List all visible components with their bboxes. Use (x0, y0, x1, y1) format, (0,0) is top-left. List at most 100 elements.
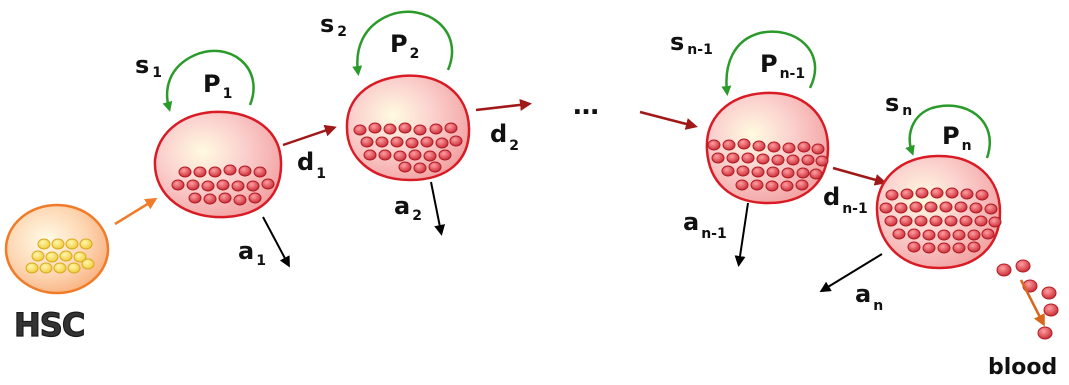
apoptosis-arrow-1 (262, 216, 290, 268)
compartment-cell (248, 192, 262, 204)
compartment-cell (216, 179, 230, 191)
compartment-cell (405, 137, 419, 149)
compartment-cell (815, 155, 829, 167)
compartment-cell (438, 149, 452, 161)
compartment-cell (193, 166, 207, 178)
compartment-cell (900, 188, 914, 200)
apoptosis-arrow-n (819, 253, 883, 293)
compartment-cell (218, 192, 232, 204)
compartment-cell (390, 136, 404, 148)
compartment-cell (756, 153, 770, 165)
differentiation-arrow-into-n-1 (639, 110, 698, 130)
compartment-cell (801, 154, 815, 166)
differentiation-arrow-1 (282, 124, 337, 147)
compartment-cell (353, 124, 367, 136)
compartment-cell (974, 215, 988, 227)
compartment-cell (884, 215, 898, 227)
self-renewal-arrow-n-1 (721, 30, 817, 96)
compartment-cell (811, 143, 825, 155)
compartment-cell (375, 136, 389, 148)
differentiation-arrow-2 (475, 98, 532, 112)
compartment-cell (939, 201, 953, 213)
compartment-cell (722, 139, 736, 151)
compartment-cell (444, 122, 458, 134)
compartment-1 (153, 110, 283, 219)
released-blood-cells (996, 259, 1059, 340)
compartment-cell (752, 140, 766, 152)
compartment-cell (186, 179, 200, 191)
compartment-cell (449, 135, 463, 147)
compartment-cell (413, 162, 427, 174)
compartment-1-cells (171, 164, 275, 206)
blood-cell (996, 263, 1012, 277)
compartment-cell (201, 180, 215, 192)
hsc-cell-cluster (25, 238, 95, 274)
compartment-cell (786, 154, 800, 166)
compartment-cell (930, 187, 944, 199)
apoptosis-arrow-2 (430, 181, 446, 236)
compartment-cell (984, 203, 998, 215)
blood-release-arrow (1019, 279, 1045, 327)
compartment-n-1-cells (707, 138, 829, 192)
compartment-cell (952, 242, 966, 254)
compartment-cell (741, 152, 755, 164)
compartment-cell (231, 180, 245, 192)
compartment-cell (885, 189, 899, 201)
self-renewal-arrow-2 (352, 10, 454, 76)
compartment-cell (952, 229, 966, 241)
hsc-label: HSC (14, 306, 84, 344)
blood-cell (1015, 259, 1031, 273)
compartment-cell (929, 215, 943, 227)
hsc-cell (31, 250, 45, 262)
compartment-n (875, 154, 1002, 270)
compartment-cell (781, 167, 795, 179)
compartment-cell (975, 189, 989, 201)
compartment-cell (223, 164, 237, 176)
compartment-cell (413, 124, 427, 136)
blood-cell (1043, 303, 1059, 317)
hsc-cell (53, 262, 67, 274)
compartment-2 (345, 74, 471, 182)
compartment-cell (398, 122, 412, 134)
compartment-cell (767, 141, 781, 153)
compartment-cell (368, 122, 382, 134)
blood-cell (1041, 286, 1057, 300)
hsc-cell (45, 251, 59, 263)
compartment-cell (907, 228, 921, 240)
compartment-cell (750, 179, 764, 191)
compartment-cell (981, 228, 995, 240)
compartment-cell (909, 201, 923, 213)
hsc-cell (39, 262, 53, 274)
compartment-cell (796, 167, 810, 179)
compartment-cell (208, 166, 222, 178)
compartment-cell (721, 165, 735, 177)
hsc-cell (81, 258, 95, 270)
compartment-cell (959, 215, 973, 227)
compartment-cell (922, 242, 936, 254)
compartment-cell (408, 149, 422, 161)
compartment-cell (751, 166, 765, 178)
compartment-cell (782, 142, 796, 154)
hsc-cell (65, 238, 79, 250)
compartment-cell (378, 149, 392, 161)
compartment-cell (924, 201, 938, 213)
compartment-cell (809, 168, 823, 180)
compartment-cell (937, 242, 951, 254)
compartment-cell (737, 138, 751, 150)
hsc-cell (51, 238, 65, 250)
compartment-cell (736, 165, 750, 177)
compartment-cell (894, 202, 908, 214)
compartment-cell (171, 179, 185, 191)
